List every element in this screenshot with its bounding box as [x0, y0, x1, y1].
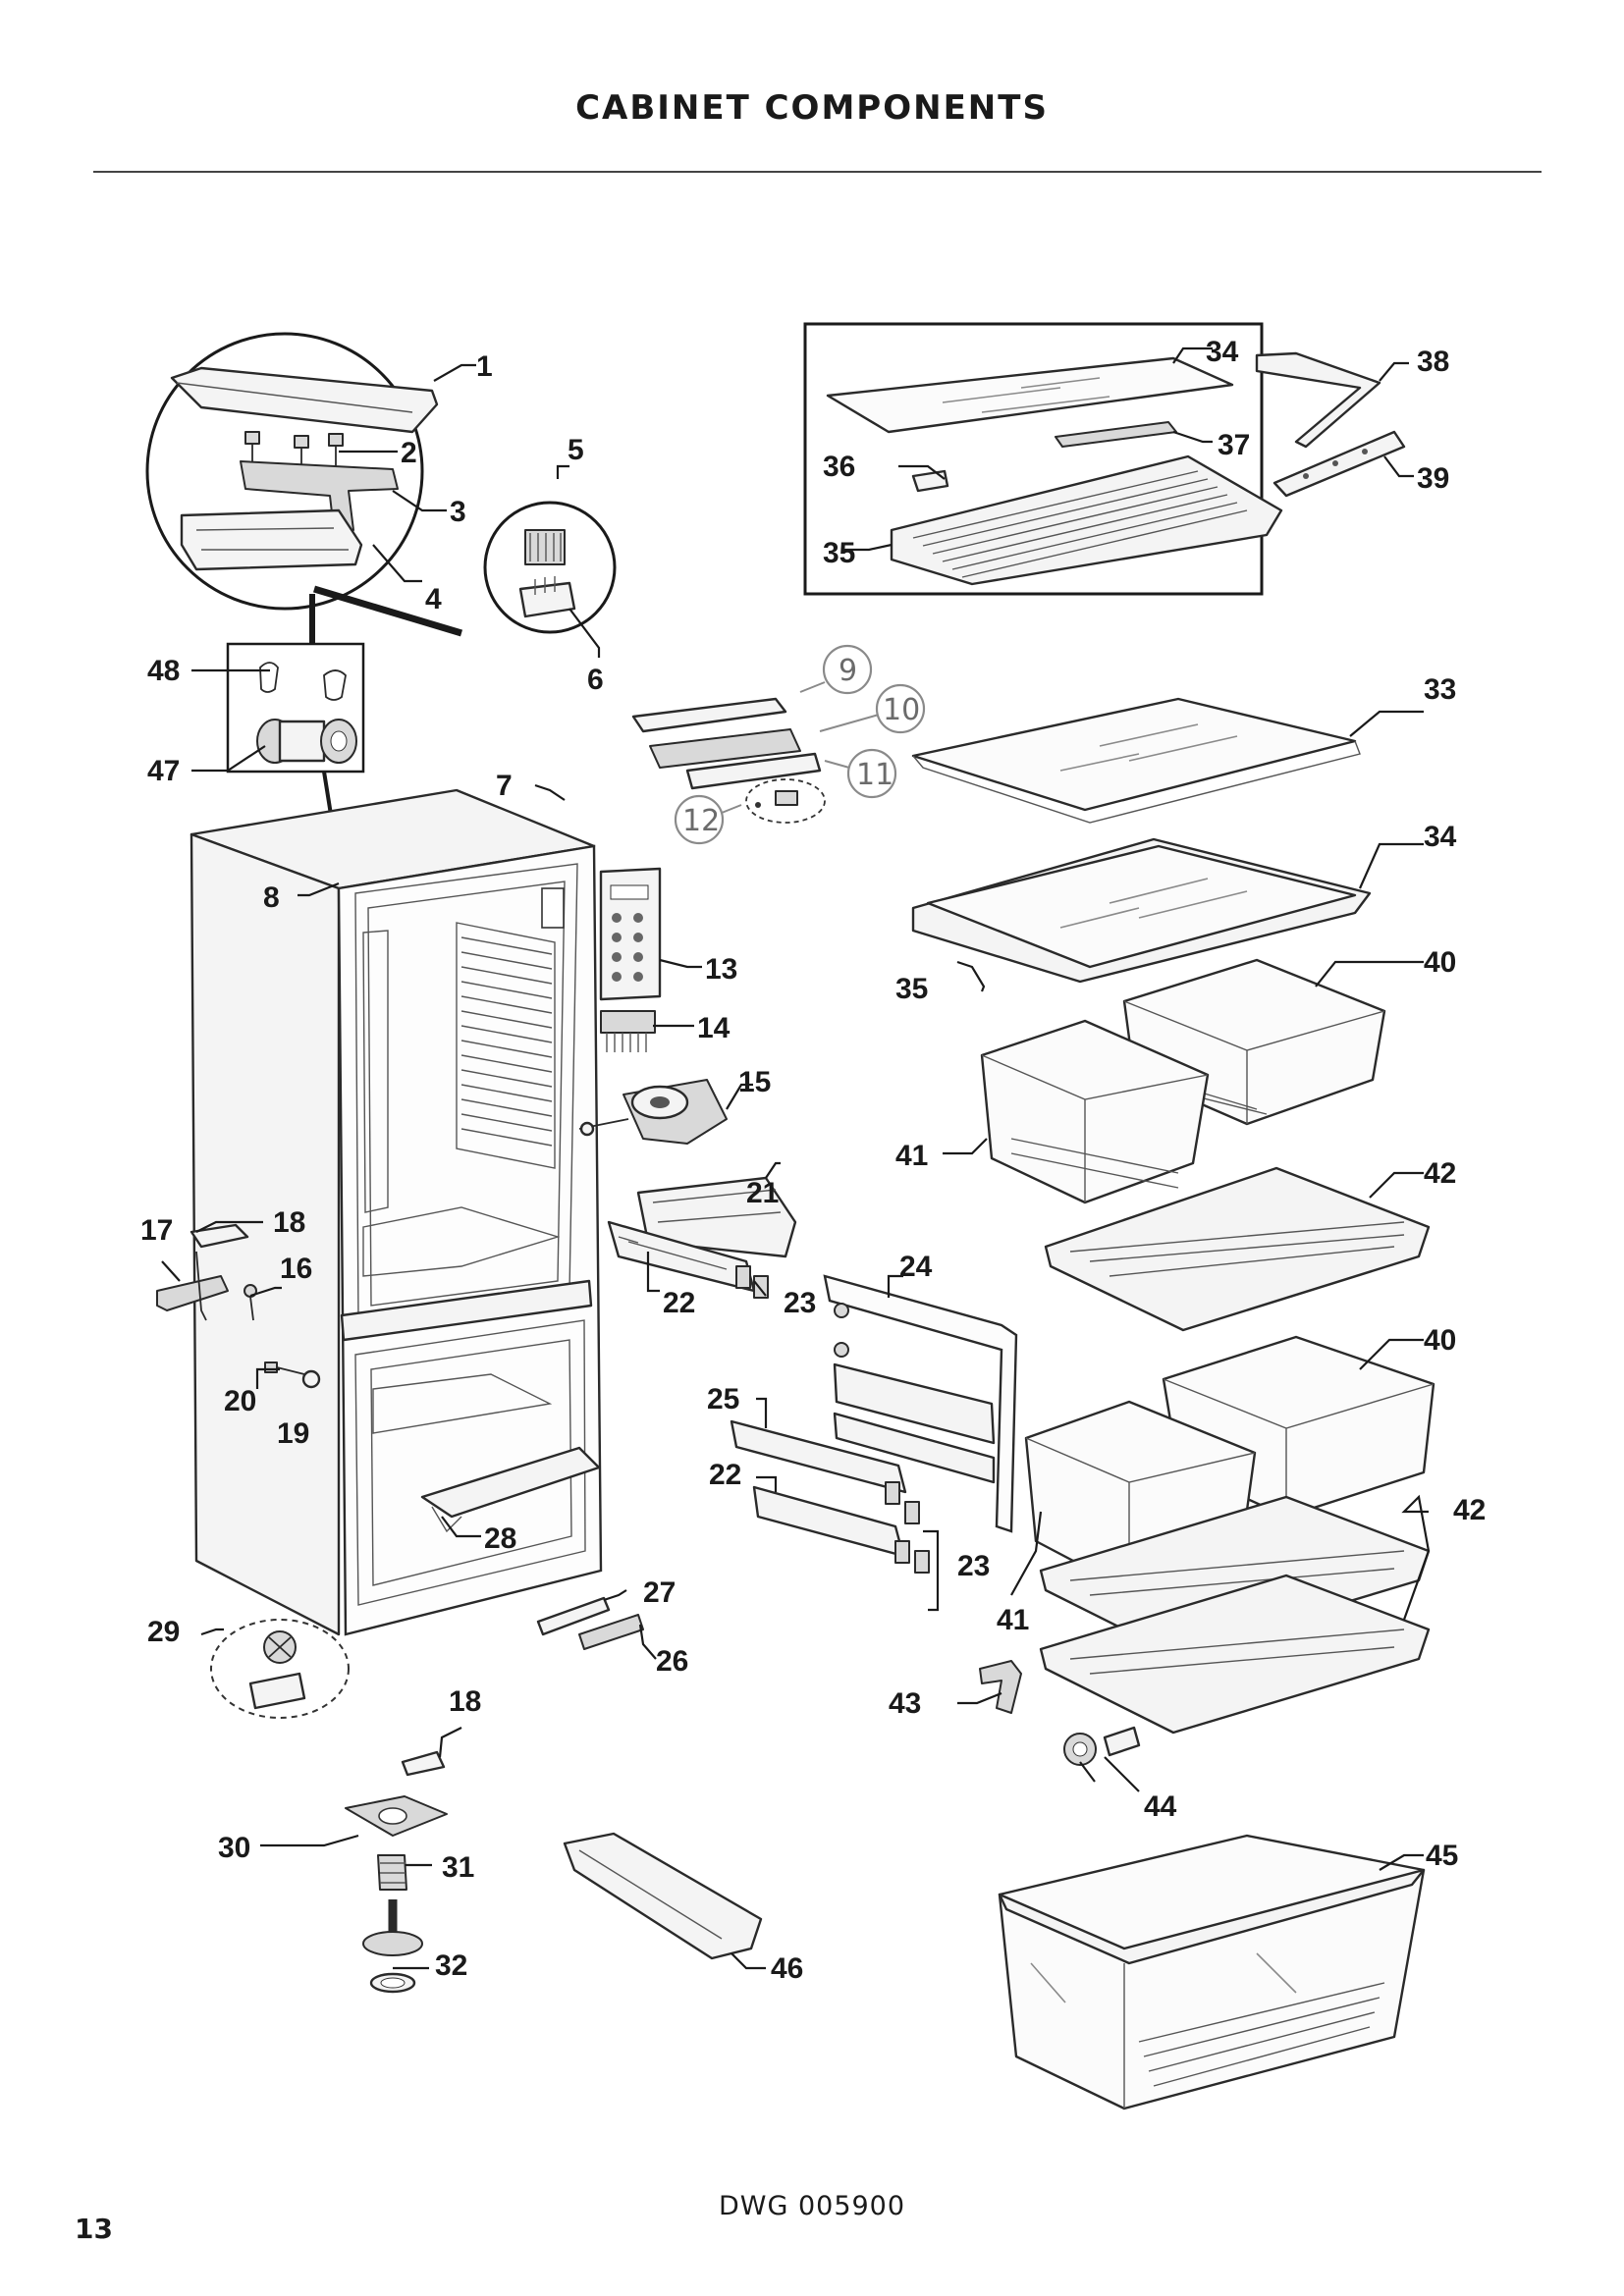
callout-2: 2 [401, 437, 417, 469]
glass-shelf-upper [911, 697, 1361, 824]
callout-31: 31 [442, 1851, 474, 1884]
callout-9: 9 [839, 654, 857, 688]
drawing-number: DWG 005900 [718, 2191, 906, 2221]
callout-4: 4 [425, 583, 442, 615]
upper-crisper-bins [980, 958, 1386, 1204]
callout-6: 6 [587, 664, 604, 696]
caster-detail [210, 1619, 350, 1719]
callout-40: 40 [1424, 946, 1456, 979]
lower-trays [1039, 1495, 1431, 1735]
secondary-callouts [674, 644, 926, 845]
small-brackets [536, 1596, 644, 1650]
upper-tray [1044, 1166, 1431, 1332]
callout-39: 39 [1417, 462, 1449, 495]
callout-46: 46 [771, 1952, 803, 1985]
callout-48: 48 [147, 655, 180, 687]
callout-23: 23 [784, 1287, 816, 1319]
callout-labels: 1 2 3 4 5 6 7 8 9 10 11 12 13 14 15 16 1… [140, 336, 1486, 1985]
callout-47: 47 [147, 755, 180, 787]
callout-34-lower: 34 [1424, 821, 1457, 853]
callout-41: 41 [895, 1140, 928, 1172]
callout-22: 22 [663, 1287, 695, 1319]
page-number: 13 [75, 2213, 113, 2245]
leader-lines [161, 347, 1431, 1970]
top-hinge-detail [145, 332, 463, 637]
callout-21: 21 [746, 1177, 779, 1209]
callout-40-lower: 40 [1424, 1324, 1456, 1357]
callout-18: 18 [273, 1206, 305, 1239]
callout-19: 19 [277, 1417, 309, 1450]
callout-24: 24 [899, 1251, 933, 1283]
callout-8: 8 [263, 881, 280, 914]
shelf-side-rails [1255, 351, 1406, 498]
callout-34: 34 [1206, 336, 1239, 368]
callout-36: 36 [823, 451, 855, 483]
callout-11: 11 [856, 758, 893, 792]
callout-18-bottom: 18 [449, 1685, 481, 1718]
callout-15: 15 [738, 1066, 771, 1098]
callout-42-lower: 42 [1453, 1494, 1486, 1526]
upper-drawer-rails [607, 1176, 797, 1299]
callout-23-lower: 23 [957, 1550, 990, 1582]
glass-shelf-lower [911, 837, 1372, 984]
callout-13: 13 [705, 953, 737, 986]
bottom-hinge-assembly [345, 1750, 448, 1994]
door-bin [563, 1832, 763, 1960]
callout-43: 43 [889, 1687, 921, 1720]
hinge-screws [244, 431, 344, 475]
callout-44: 44 [1144, 1790, 1177, 1823]
shelf-assembly-box [803, 322, 1283, 596]
callout-16: 16 [280, 1253, 312, 1285]
callout-35: 35 [823, 537, 855, 569]
evaporator-fan [578, 1079, 728, 1145]
control-panel [599, 867, 662, 1001]
callout-17: 17 [140, 1214, 173, 1247]
callout-30: 30 [218, 1832, 250, 1864]
top-hinge-plate [240, 460, 399, 531]
callout-3: 3 [450, 496, 466, 528]
hinge-cover [170, 366, 439, 434]
callout-35-lower: 35 [895, 973, 928, 1005]
crisper-drawer [998, 1834, 1426, 2110]
door-hinge-parts [156, 1223, 321, 1389]
callout-42: 42 [1424, 1157, 1456, 1190]
callout-41-lower: 41 [997, 1604, 1029, 1636]
freezer-door-frame [823, 1274, 1018, 1533]
callout-32: 32 [435, 1949, 467, 1982]
control-board-parts [631, 697, 826, 824]
callout-7: 7 [496, 770, 513, 802]
drawer-latch [979, 1660, 1022, 1714]
connector-detail [483, 501, 617, 634]
callout-38: 38 [1417, 346, 1449, 378]
callout-33: 33 [1424, 673, 1456, 706]
drawer-rollers [1063, 1726, 1141, 1766]
callout-20: 20 [224, 1385, 256, 1417]
callout-25: 25 [707, 1383, 739, 1415]
page-title: CABINET COMPONENTS [575, 88, 1049, 128]
callout-5: 5 [568, 434, 584, 466]
callout-45: 45 [1426, 1840, 1458, 1872]
callout-12: 12 [682, 804, 720, 838]
callout-27: 27 [643, 1576, 676, 1609]
callout-29: 29 [147, 1616, 180, 1648]
callout-26: 26 [656, 1645, 688, 1678]
callout-14: 14 [697, 1012, 731, 1044]
tube-connector-detail [226, 594, 365, 865]
callout-22-lower: 22 [709, 1459, 741, 1491]
callout-37: 37 [1218, 429, 1250, 461]
callout-10: 10 [883, 693, 920, 727]
callout-28: 28 [484, 1522, 516, 1555]
title-divider [93, 171, 1542, 173]
refrigerator-cabinet [189, 788, 603, 1636]
lower-drawer-rails [730, 1419, 930, 1574]
callout-1: 1 [476, 350, 493, 383]
wire-connector [600, 1010, 656, 1052]
hinge-base [180, 508, 363, 571]
